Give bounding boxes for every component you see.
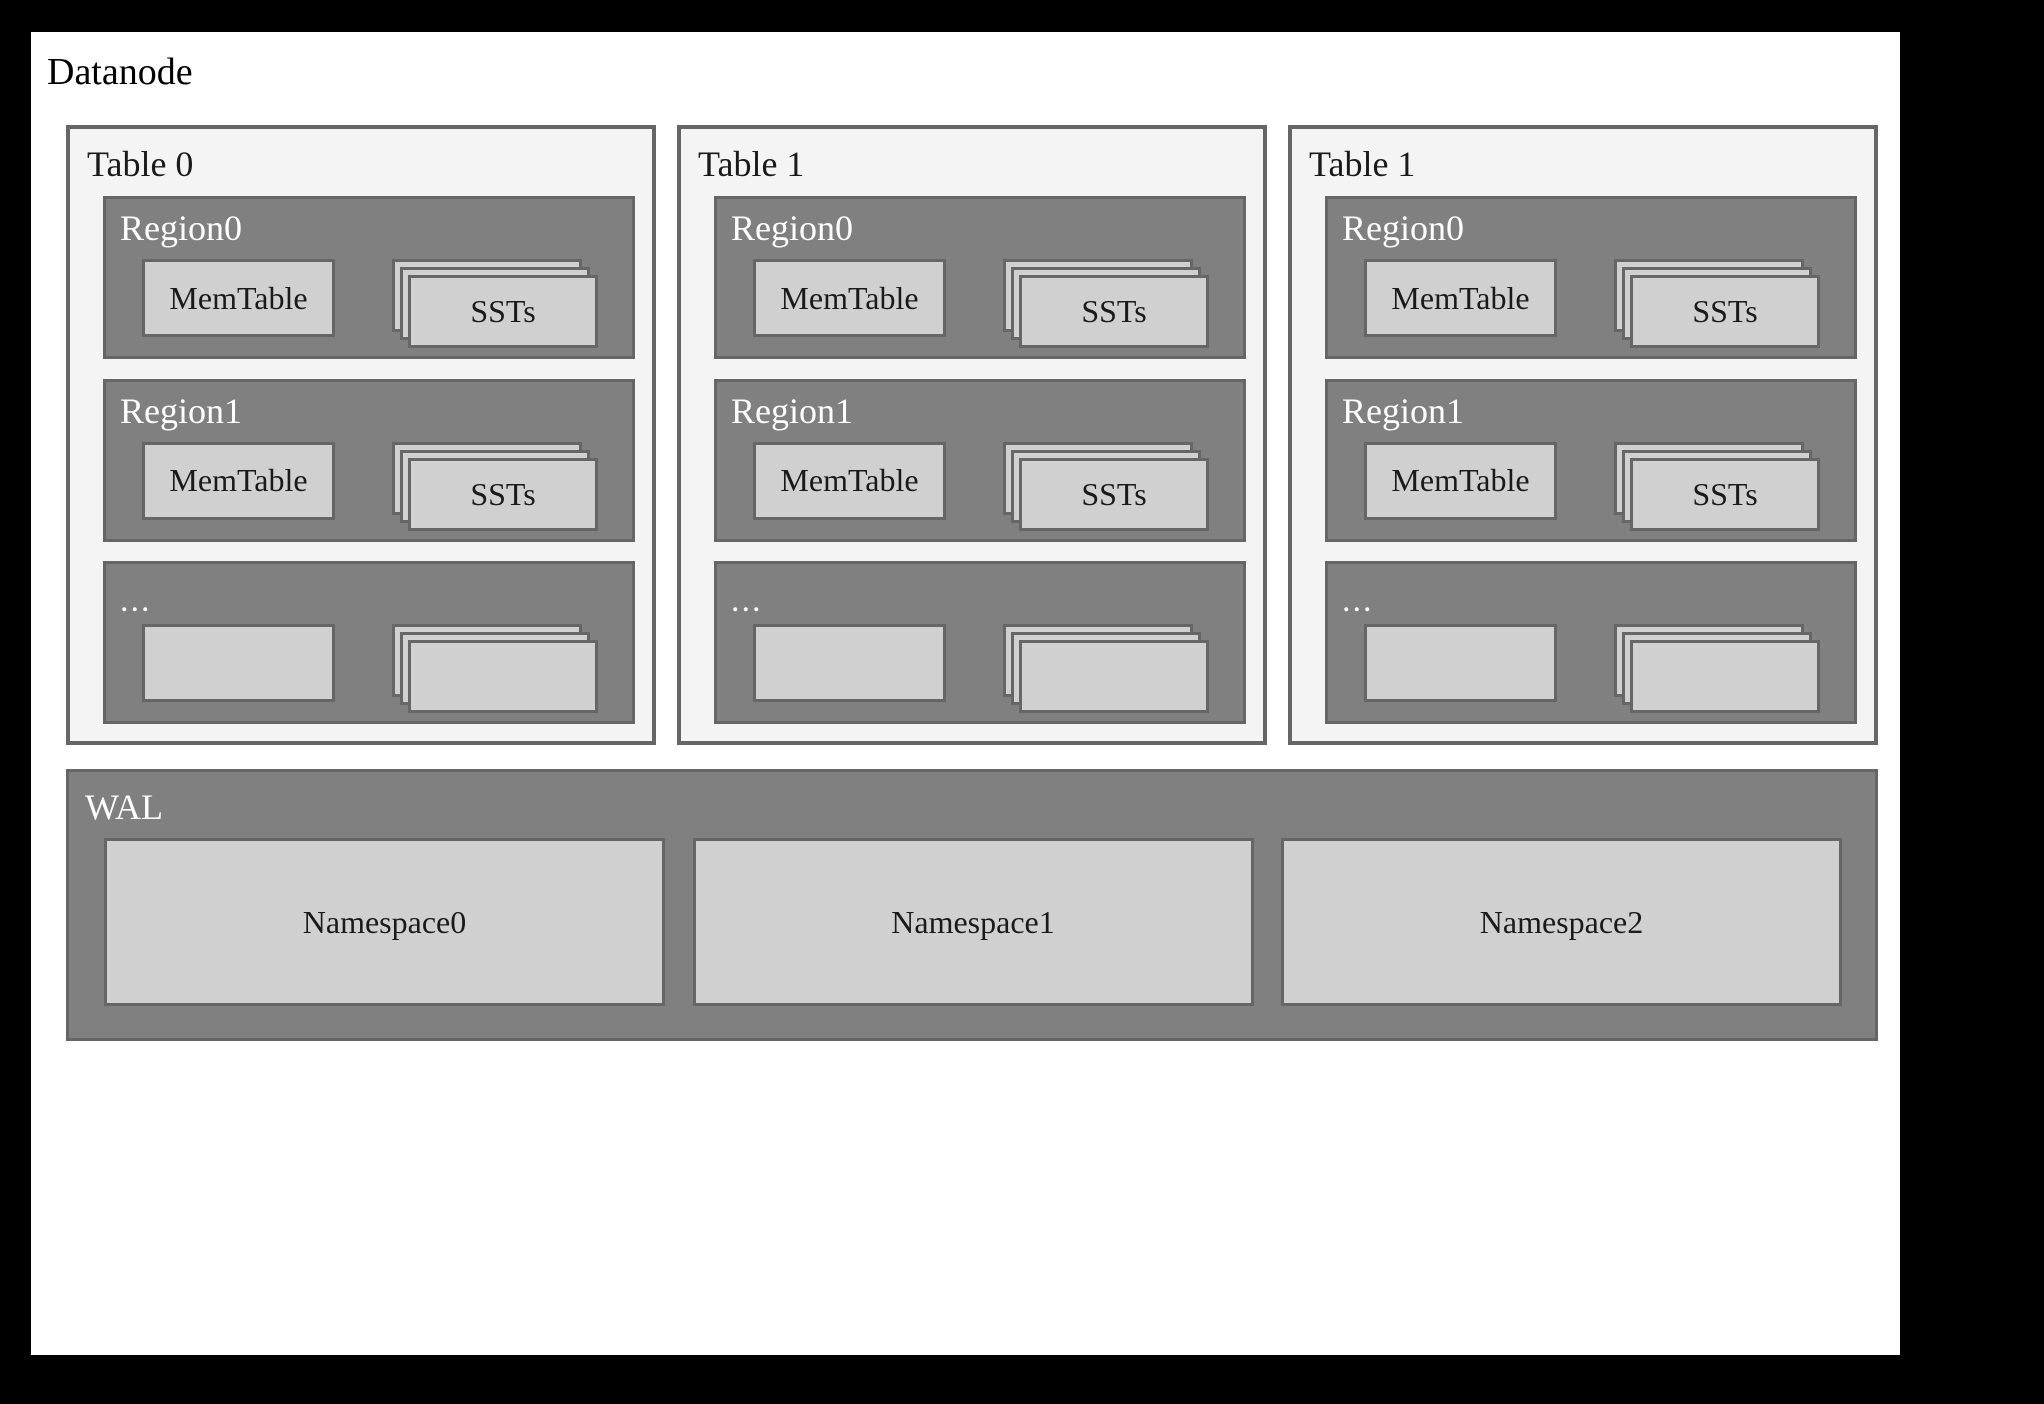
region-box[interactable]: Region0 MemTable SSTs	[714, 196, 1246, 359]
memtable-box[interactable]: MemTable	[142, 259, 335, 337]
region-contents: MemTable SSTs	[1364, 259, 1838, 348]
region-label: Region1	[731, 390, 853, 431]
namespace-box[interactable]: Namespace0	[104, 838, 665, 1006]
table-title: Table 0	[87, 144, 194, 184]
region-contents: MemTable SSTs	[1364, 441, 1838, 531]
memtable-box[interactable]: MemTable	[1364, 259, 1557, 337]
region-contents	[753, 624, 1227, 713]
tables-row: Table 0 Region0 MemTable SSTs Region1	[66, 125, 1878, 745]
ssts-stack[interactable]: SSTs	[392, 441, 598, 531]
ssts-stack[interactable]	[392, 624, 598, 713]
region-contents: MemTable SSTs	[753, 259, 1227, 348]
sst-sheet-front[interactable]	[408, 640, 598, 713]
region-box-ellipsis[interactable]: ...	[1325, 561, 1857, 724]
sst-sheet-front[interactable]	[1630, 640, 1820, 713]
region-box[interactable]: Region1 MemTable SSTs	[103, 378, 635, 542]
namespace-box[interactable]: Namespace1	[692, 838, 1254, 1006]
memtable-box[interactable]: MemTable	[753, 441, 946, 520]
sst-sheet-front[interactable]: SSTs	[1019, 275, 1209, 348]
sst-sheet-front[interactable]: SSTs	[1019, 457, 1209, 531]
region-box[interactable]: Region1 MemTable SSTs	[1325, 378, 1857, 542]
region-box[interactable]: Region1 MemTable SSTs	[714, 378, 1246, 542]
memtable-box[interactable]: MemTable	[142, 441, 335, 520]
ssts-stack[interactable]	[1003, 624, 1209, 713]
ssts-stack[interactable]: SSTs	[392, 259, 598, 348]
region-label: Region0	[1342, 208, 1464, 248]
ssts-stack[interactable]	[1614, 624, 1820, 713]
sst-sheet-front[interactable]: SSTs	[408, 275, 598, 348]
sst-sheet-front[interactable]	[1019, 640, 1209, 713]
region-box-ellipsis[interactable]: ...	[103, 561, 635, 724]
table-title: Table 1	[1309, 144, 1416, 184]
region-contents: MemTable SSTs	[142, 259, 616, 348]
wal-label: WAL	[85, 787, 163, 827]
datanode-title: Datanode	[47, 51, 193, 93]
sst-sheet-front[interactable]: SSTs	[1630, 275, 1820, 348]
memtable-box[interactable]	[753, 624, 946, 702]
table-panel-1[interactable]: Table 1 Region0 MemTable SSTs Region1	[677, 125, 1267, 745]
region-contents	[1364, 624, 1838, 713]
region-label: Region0	[120, 208, 242, 248]
datanode-canvas: Datanode Table 0 Region0 MemTable SSTs	[31, 32, 1900, 1355]
region-label: Region1	[1342, 390, 1464, 431]
ellipsis-label: ...	[120, 582, 152, 619]
ssts-stack[interactable]: SSTs	[1003, 441, 1209, 531]
ellipsis-label: ...	[731, 582, 763, 619]
memtable-box[interactable]	[142, 624, 335, 702]
region-contents	[142, 624, 616, 713]
region-contents: MemTable SSTs	[142, 441, 616, 531]
wal-namespaces-row: Namespace0 Namespace1 Namespace2	[104, 838, 1842, 1006]
table-panel-2[interactable]: Table 1 Region0 MemTable SSTs Region1	[1288, 125, 1878, 745]
wal-panel[interactable]: WAL Namespace0 Namespace1 Namespace2	[66, 769, 1878, 1041]
regions-list: Region0 MemTable SSTs Region1 MemTable	[714, 196, 1246, 724]
sst-sheet-front[interactable]: SSTs	[1630, 457, 1820, 531]
memtable-box[interactable]	[1364, 624, 1557, 702]
sst-sheet-front[interactable]: SSTs	[408, 457, 598, 531]
ssts-stack[interactable]: SSTs	[1614, 259, 1820, 348]
region-label: Region1	[120, 390, 242, 431]
table-panel-0[interactable]: Table 0 Region0 MemTable SSTs Region1	[66, 125, 656, 745]
region-contents: MemTable SSTs	[753, 441, 1227, 531]
region-box[interactable]: Region0 MemTable SSTs	[103, 196, 635, 359]
ssts-stack[interactable]: SSTs	[1003, 259, 1209, 348]
table-title: Table 1	[698, 144, 805, 184]
memtable-box[interactable]: MemTable	[1364, 441, 1557, 520]
region-label: Region0	[731, 208, 853, 248]
region-box[interactable]: Region0 MemTable SSTs	[1325, 196, 1857, 359]
region-box-ellipsis[interactable]: ...	[714, 561, 1246, 724]
ellipsis-label: ...	[1342, 582, 1374, 619]
regions-list: Region0 MemTable SSTs Region1 MemTable	[1325, 196, 1857, 724]
regions-list: Region0 MemTable SSTs Region1 MemTable	[103, 196, 635, 724]
ssts-stack[interactable]: SSTs	[1614, 441, 1820, 531]
namespace-box[interactable]: Namespace2	[1281, 838, 1842, 1006]
memtable-box[interactable]: MemTable	[753, 259, 946, 337]
